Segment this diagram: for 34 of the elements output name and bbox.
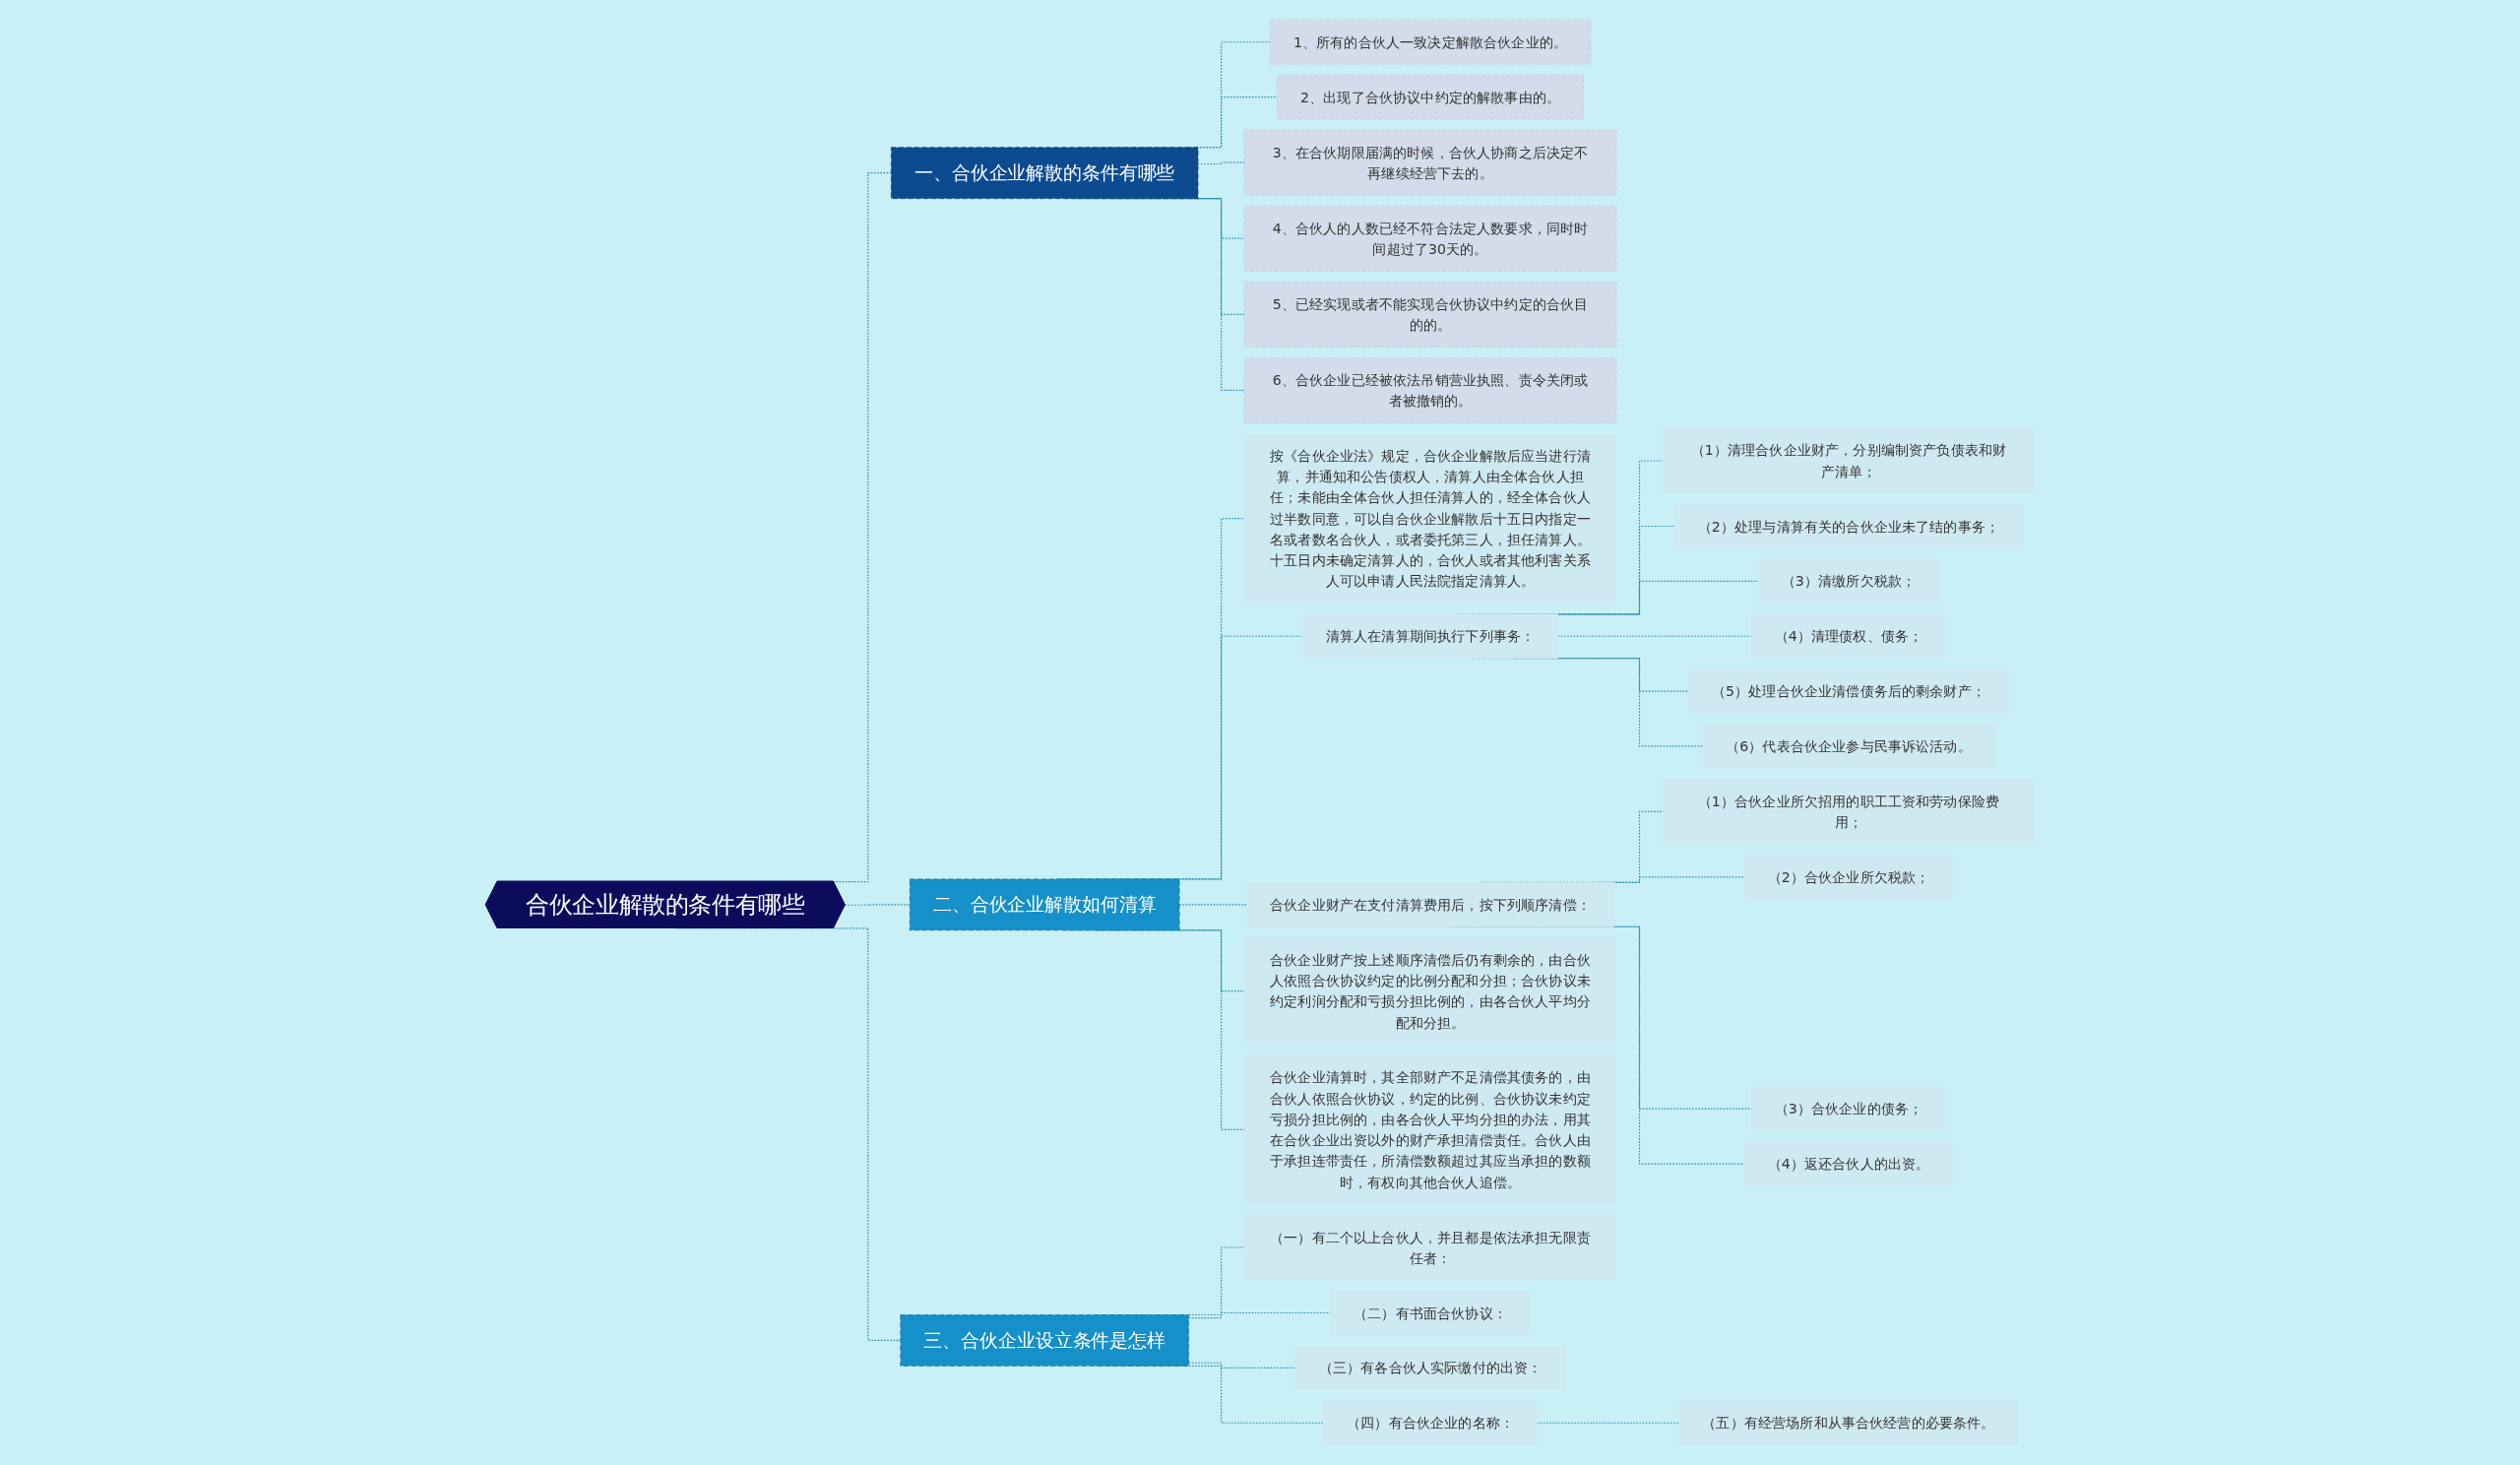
- node-box: （3）清缴所欠税款；: [1757, 558, 1940, 605]
- node-box: （1）清理合伙企业财产，分别编制资产负债表和财产清单；: [1662, 427, 2036, 494]
- connector: [844, 904, 911, 906]
- node-box: 合伙企业清算时，其全部财产不足清偿其债务的，由合伙人依照合伙协议，约定的比例、合伙协议未约定亏损分担比例的，由各合伙人平均分担的办法，用其在合伙企业出资以外的财产承担清偿责任。合伙人由于承担连带责任，所清偿数额超过其应当承担的数额时，有权向其他合伙人追偿。: [1243, 1054, 1617, 1205]
- connector: [1557, 635, 1752, 637]
- node-box: 1、所有的合伙人一致决定解散合伙企业的。: [1269, 19, 1592, 65]
- node-box: （四）有合伙企业的名称：: [1323, 1400, 1538, 1446]
- node-box: 5、已经实现或者不能实现合伙协议中约定的合伙目的的。: [1243, 281, 1617, 348]
- node-box: 合伙企业财产在支付清算费用后，按下列顺序清偿：: [1246, 882, 1614, 927]
- node-box: （一）有二个以上合伙人，并且都是依法承担无限责任者：: [1243, 1214, 1617, 1281]
- node-box: 6、合伙企业已经被依法吊销营业执照、责令关闭或者被撤销的。: [1243, 356, 1617, 423]
- node-box: 2、出现了合伙协议中约定的解散事由的。: [1277, 74, 1584, 120]
- node-box: 3、在合伙期限届满的时候，合伙人协商之后决定不再继续经营下去的。: [1243, 129, 1617, 196]
- node-box: （1）合伙企业所欠招用的职工工资和劳动保险费用；: [1662, 779, 2036, 845]
- node-box: 4、合伙人的人数已经不符合法定人数要求，同时时间超过了30天的。: [1243, 205, 1617, 272]
- node-box: （6）代表合伙企业参与民事诉讼活动。: [1702, 724, 1995, 769]
- node-box: 一、合伙企业解散的条件有哪些: [890, 147, 1199, 200]
- node-box: （五）有经营场所和从事合伙经营的必要条件。: [1678, 1400, 2019, 1446]
- node-box: （4）返还合伙人的出资。: [1743, 1141, 1954, 1186]
- node-box: 清算人在清算期间执行下列事务：: [1301, 613, 1559, 660]
- connector: [1537, 1422, 1680, 1424]
- node-box: （4）清理债权、债务；: [1750, 613, 1947, 660]
- node-box: 三、合伙企业设立条件是怎样: [900, 1314, 1189, 1367]
- node-box: （5）处理合伙企业清偿债务后的剩余财产；: [1687, 669, 2009, 714]
- node-box: （2）合伙企业所欠税款；: [1743, 855, 1954, 900]
- node-box: 按《合伙企业法》规定，合伙企业解散后应当进行清算，并通知和公告债权人，清算人由全体合伙人担任；未能由全体合伙人担任清算人的，经全体合伙人过半数同意，可以自合伙企业解散后十五日内指定一名或者数名合伙人，或者委托第三人，担任清算人。十五日内未确定清算人的，合伙人或者其他利害关系人可以申请人民法院指定清算人。: [1243, 433, 1617, 605]
- node-box: （三）有各合伙人实际缴付的出资：: [1294, 1345, 1566, 1391]
- connector: [1187, 1362, 1296, 1369]
- node-box: 二、合伙企业解散如何清算: [909, 878, 1180, 931]
- connector: [1197, 161, 1245, 165]
- node-box: （二）有书面合伙协议：: [1330, 1290, 1531, 1336]
- node-box: （2）处理与清算有关的合伙企业未了结的事务；: [1673, 503, 2024, 549]
- node-box: （3）合伙企业的债务；: [1750, 1086, 1947, 1132]
- node-box: 合伙企业财产按上述顺序清偿后仍有剩余的，由合伙人依照合伙协议约定的比例分配和分担；合伙协议未约定利润分配和亏损分担比例的，由各合伙人平均分配和分担。: [1243, 936, 1617, 1046]
